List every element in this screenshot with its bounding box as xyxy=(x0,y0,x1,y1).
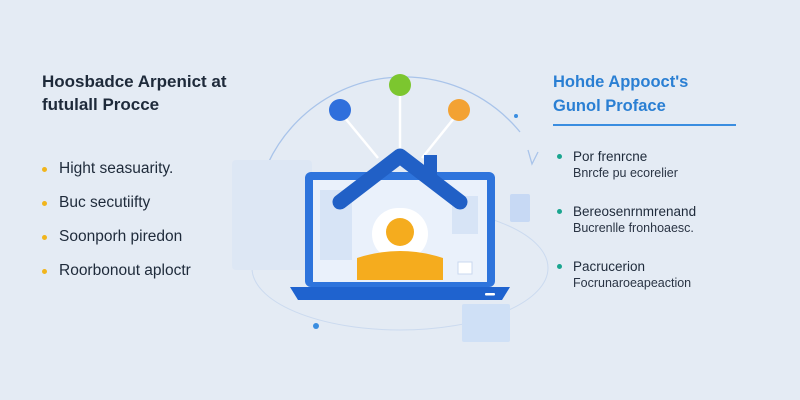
list-item-title: Bereosenrnmrenand xyxy=(573,204,697,219)
bullet-dot-icon xyxy=(557,209,562,214)
left-title: Hoosbadce Arpenict at futulall Procce xyxy=(42,70,272,116)
right-title-line1: Hohde Appooct's xyxy=(553,73,689,91)
title-underline xyxy=(553,124,736,126)
list-item-text: Roorbonout aploctr xyxy=(59,262,191,279)
list-item: Roorbonout aploctr xyxy=(42,254,272,288)
left-title-line1: Hoosbadce Arpenict at xyxy=(42,72,227,91)
list-item: Pacrucerion Focrunaroeapeaction xyxy=(553,258,763,291)
network-node-icon xyxy=(389,74,411,96)
house-roof-icon xyxy=(332,148,468,210)
bullet-dot-icon xyxy=(42,268,47,274)
list-item: Bereosenrnmrenand Bucrenlle fronhoaesc. xyxy=(553,203,763,236)
list-item: Soonporh piredon xyxy=(42,220,272,254)
left-title-line2: futulall Procce xyxy=(42,95,160,114)
bullet-dot-icon xyxy=(42,234,47,240)
right-title: Hohde Appooct's Gunol Proface xyxy=(553,70,763,118)
deco-square xyxy=(462,304,510,342)
list-item-desc: Bnrcfe pu ecorelier xyxy=(573,166,678,180)
left-feature-list: Hight seasuarity. Buc secutiifty Soonpor… xyxy=(42,152,272,288)
bullet-dot-icon xyxy=(42,166,47,172)
connector-line xyxy=(339,111,379,159)
deco-dot xyxy=(514,114,518,118)
network-node-icon xyxy=(448,99,470,121)
list-item-text: Hight seasuarity. xyxy=(59,160,174,177)
deco-dot xyxy=(313,323,319,329)
deco-panel xyxy=(232,160,312,270)
right-feature-list: Por frenrcne Bnrcfe pu ecorelier Bereose… xyxy=(553,148,763,291)
connector-line xyxy=(421,111,460,159)
deco-square xyxy=(510,194,530,222)
list-item-text: Buc secutiifty xyxy=(59,194,151,211)
list-item: Buc secutiifty xyxy=(42,186,272,220)
orbit-arrow-icon xyxy=(527,149,539,166)
right-title-line2: Gunol Proface xyxy=(553,97,666,115)
bullet-dot-icon xyxy=(557,154,562,159)
bullet-dot-icon xyxy=(42,200,47,206)
list-item: Hight seasuarity. xyxy=(42,152,272,186)
right-info-block: Hohde Appooct's Gunol Proface Por frenrc… xyxy=(553,70,763,313)
network-node-icon xyxy=(329,99,351,121)
left-info-block: Hoosbadce Arpenict at futulall Procce Hi… xyxy=(42,70,272,288)
user-avatar-icon xyxy=(357,208,443,280)
list-item: Por frenrcne Bnrcfe pu ecorelier xyxy=(553,148,763,181)
bullet-dot-icon xyxy=(557,264,562,269)
list-item-desc: Bucrenlle fronhoaesc. xyxy=(573,221,694,235)
list-item-text: Soonporh piredon xyxy=(59,228,183,245)
list-item-desc: Focrunaroeapeaction xyxy=(573,276,692,290)
list-item-title: Por frenrcne xyxy=(573,149,648,164)
list-item-title: Pacrucerion xyxy=(573,259,646,274)
